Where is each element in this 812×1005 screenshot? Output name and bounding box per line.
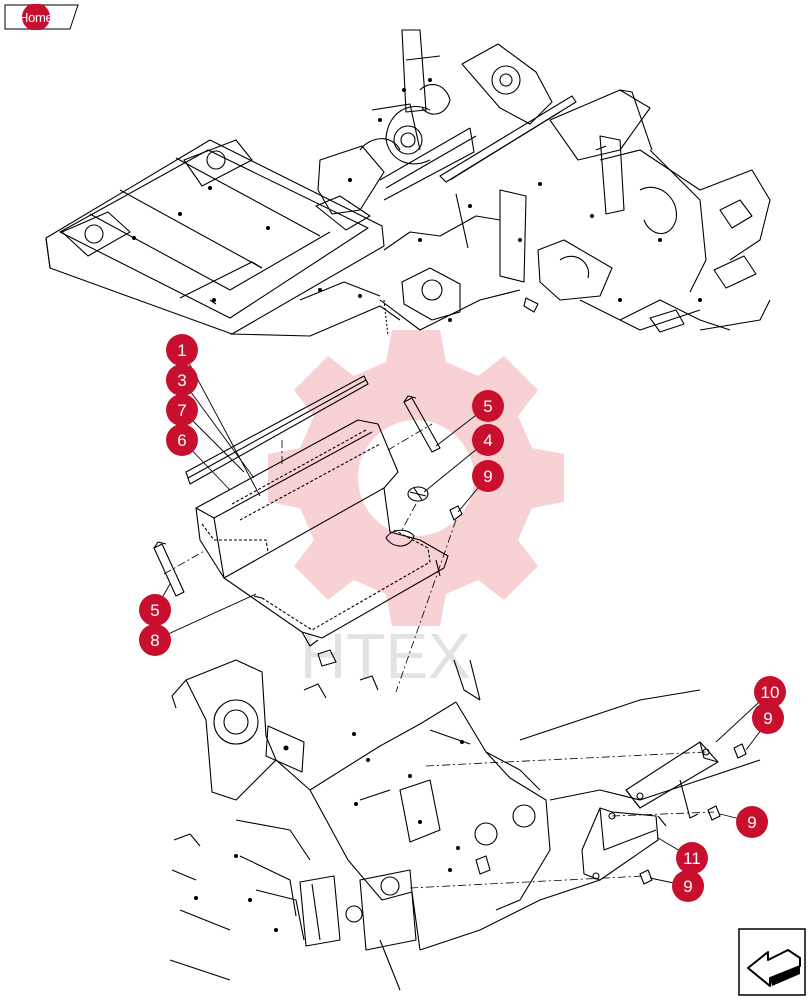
assembly-centerlines: [163, 423, 715, 889]
home-button[interactable]: Home: [4, 4, 80, 30]
callout-9-top-right[interactable]: 9: [752, 702, 784, 734]
return-button[interactable]: [738, 928, 806, 996]
lower-frame-assembly: [169, 649, 761, 991]
callout-7[interactable]: 7: [166, 394, 198, 426]
svg-text:9: 9: [763, 709, 772, 728]
watermark-text: HTEX: [300, 620, 471, 692]
right-bracket-assembly: [581, 741, 747, 885]
home-tab-shape: [4, 4, 79, 30]
callout-6[interactable]: 6: [166, 424, 198, 456]
callout-5-left[interactable]: 5: [139, 594, 171, 626]
svg-text:5: 5: [483, 397, 492, 416]
lower-frame-rivets: [194, 732, 464, 932]
svg-text:4: 4: [483, 431, 492, 450]
svg-text:7: 7: [177, 401, 186, 420]
callout-10[interactable]: 10: [754, 676, 786, 708]
svg-text:9: 9: [683, 877, 692, 896]
svg-text:5: 5: [150, 601, 159, 620]
upper-frame-rivets: [132, 78, 702, 322]
svg-text:9: 9: [747, 813, 756, 832]
callout-9-right[interactable]: 9: [736, 806, 768, 838]
svg-text:1: 1: [177, 341, 186, 360]
svg-text:3: 3: [177, 371, 186, 390]
watermark-gear: [268, 330, 564, 626]
cover-panel-assembly: [153, 375, 463, 647]
svg-text:6: 6: [177, 431, 186, 450]
callout-9-bottom-right[interactable]: 9: [672, 870, 704, 902]
callout-9-middle[interactable]: 9: [472, 460, 504, 492]
svg-text:8: 8: [150, 631, 159, 650]
svg-text:10: 10: [761, 683, 780, 702]
callout-8[interactable]: 8: [139, 624, 171, 656]
return-arrow-icon: [738, 928, 806, 996]
callout-5-top[interactable]: 5: [472, 390, 504, 422]
svg-text:11: 11: [683, 849, 701, 868]
callout-4[interactable]: 4: [472, 424, 504, 456]
home-label: Home: [19, 10, 53, 25]
svg-text:9: 9: [483, 467, 492, 486]
upper-frame-assembly: [45, 29, 771, 337]
callout-3[interactable]: 3: [166, 364, 198, 396]
callout-11[interactable]: 11: [676, 842, 708, 874]
callout-1[interactable]: 1: [166, 334, 198, 366]
